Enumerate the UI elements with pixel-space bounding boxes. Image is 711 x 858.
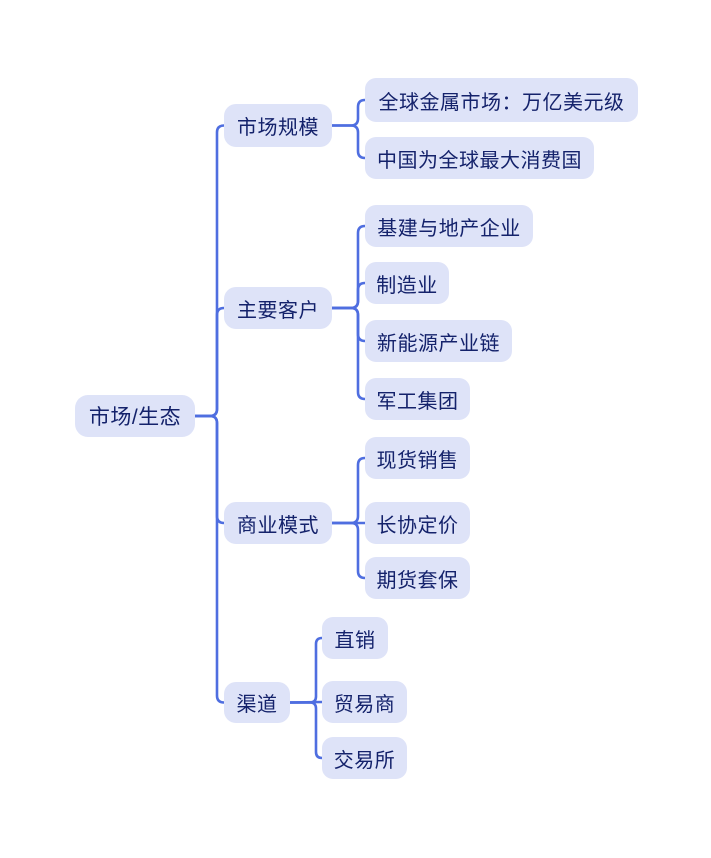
node-label: 现货销售 (376, 449, 459, 472)
connector-branch-2-to-leaf-4 (330, 306, 367, 401)
connector-branch-2-to-leaf-2 (330, 281, 367, 310)
branch-node-3[interactable]: 商业模式 (224, 502, 332, 544)
leaf-node-1-2[interactable]: 中国为全球最大消费国 (365, 137, 594, 179)
leaf-node-4-1[interactable]: 直销 (322, 617, 388, 659)
leaf-node-4-3[interactable]: 交易所 (322, 737, 407, 779)
node-label: 贸易商 (333, 693, 396, 716)
node-label: 军工集团 (376, 390, 459, 413)
leaf-node-2-1[interactable]: 基建与地产企业 (365, 205, 533, 247)
leaf-node-2-2[interactable]: 制造业 (365, 262, 449, 304)
node-label: 交易所 (333, 749, 396, 772)
branch-node-2[interactable]: 主要客户 (224, 287, 332, 329)
node-label: 长协定价 (376, 514, 459, 537)
node-label: 商业模式 (237, 514, 319, 537)
connector-root-to-branch-4 (193, 414, 226, 704)
connector-root-to-branch-1 (193, 124, 226, 418)
leaf-node-3-2[interactable]: 长协定价 (365, 502, 470, 544)
leaf-node-2-3[interactable]: 新能源产业链 (365, 320, 512, 362)
connector-root-to-branch-2 (193, 306, 226, 418)
leaf-node-4-2[interactable]: 贸易商 (322, 681, 407, 723)
leaf-node-3-1[interactable]: 现货销售 (365, 437, 470, 479)
connector-root-to-branch-3 (193, 414, 226, 525)
branch-node-1[interactable]: 市场规模 (224, 104, 332, 147)
node-label: 制造业 (376, 274, 438, 297)
connector-branch-3-to-leaf-1 (330, 456, 367, 525)
leaf-node-2-4[interactable]: 军工集团 (365, 378, 470, 420)
node-label: 中国为全球最大消费国 (377, 149, 582, 172)
branch-node-4[interactable]: 渠道 (224, 682, 290, 723)
node-label: 基建与地产企业 (377, 217, 521, 240)
connector-branch-4-to-leaf-2 (288, 700, 324, 704)
connector-branch-1-to-leaf-2 (330, 124, 367, 160)
node-label: 直销 (334, 629, 376, 652)
connector-branch-3-to-leaf-3 (330, 521, 367, 580)
leaf-node-3-3[interactable]: 期货套保 (365, 557, 470, 599)
node-label: 市场规模 (237, 117, 319, 139)
leaf-node-1-1[interactable]: 全球金属市场：万亿美元级 (365, 78, 638, 122)
connector-branch-4-to-leaf-1 (288, 636, 324, 704)
connector-branch-2-to-leaf-1 (330, 224, 367, 310)
node-label: 新能源产业链 (377, 332, 500, 355)
node-label: 期货套保 (376, 569, 459, 592)
node-label: 主要客户 (237, 299, 319, 322)
node-label: 渠道 (236, 694, 278, 716)
connector-branch-2-to-leaf-3 (330, 306, 367, 343)
node-label: 全球金属市场：万亿美元级 (378, 91, 625, 114)
node-label: 市场/生态 (88, 406, 182, 429)
connector-branch-1-to-leaf-1 (330, 98, 367, 127)
root-node[interactable]: 市场/生态 (75, 395, 195, 437)
connector-branch-4-to-leaf-3 (288, 701, 324, 760)
